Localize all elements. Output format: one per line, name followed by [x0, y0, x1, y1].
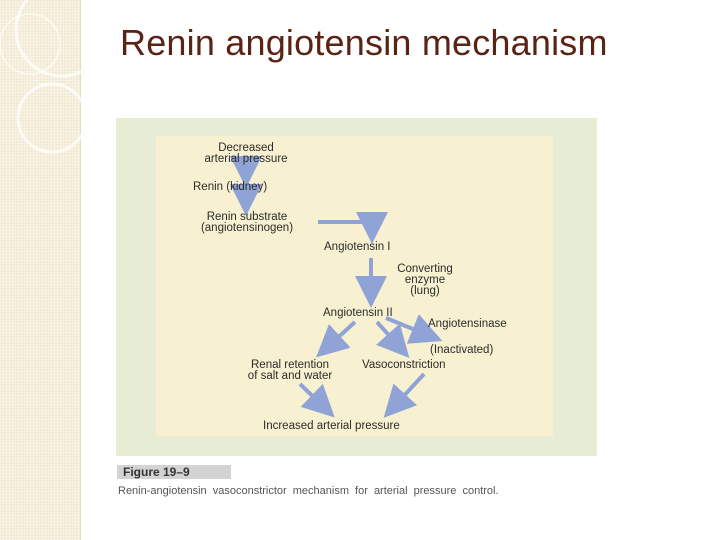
decorative-side-band — [0, 0, 81, 540]
figure-caption: Renin-angiotensin vasoconstrictor mechan… — [118, 485, 499, 497]
arrow-vaso-to-increased — [383, 372, 426, 418]
arrow-substrate-to-angiotensin-1 — [318, 212, 388, 244]
node-inactivated: (Inactivated) — [430, 344, 494, 356]
arrow-angiotensin-2-to-inactivated — [385, 314, 443, 344]
node-renin-substrate: Renin substrate (angiotensinogen) — [200, 211, 294, 234]
slide-title: Renin angiotensin mechanism — [120, 22, 608, 63]
node-renin: Renin (kidney) — [193, 181, 268, 193]
decorative-circles — [0, 0, 110, 154]
arrow-renal-to-increased — [298, 382, 335, 418]
node-vasoconstriction: Vasoconstriction — [362, 359, 446, 371]
node-decreased-pressure-line1: Decreased arterial pressure — [204, 142, 288, 165]
node-renal-retention: Renal retention of salt and water — [247, 359, 333, 382]
arrow-angiotensin-2-to-vasoconstriction — [375, 320, 410, 358]
node-converting-enzyme: Converting enzyme (lung) — [397, 263, 453, 297]
node-increased-pressure: Increased arterial pressure — [263, 420, 400, 432]
node-angiotensin-2: Angiotensin II — [323, 307, 393, 319]
node-angiotensin-1: Angiotensin I — [324, 241, 391, 253]
arrow-angiotensin-2-to-renal — [316, 320, 357, 358]
node-decreased-pressure: Decreased arterial pressure — [186, 142, 306, 165]
figure-label: Figure 19–9 — [117, 465, 231, 479]
figure-panel — [156, 136, 553, 436]
node-angiotensinase: Angiotensinase — [428, 318, 507, 330]
